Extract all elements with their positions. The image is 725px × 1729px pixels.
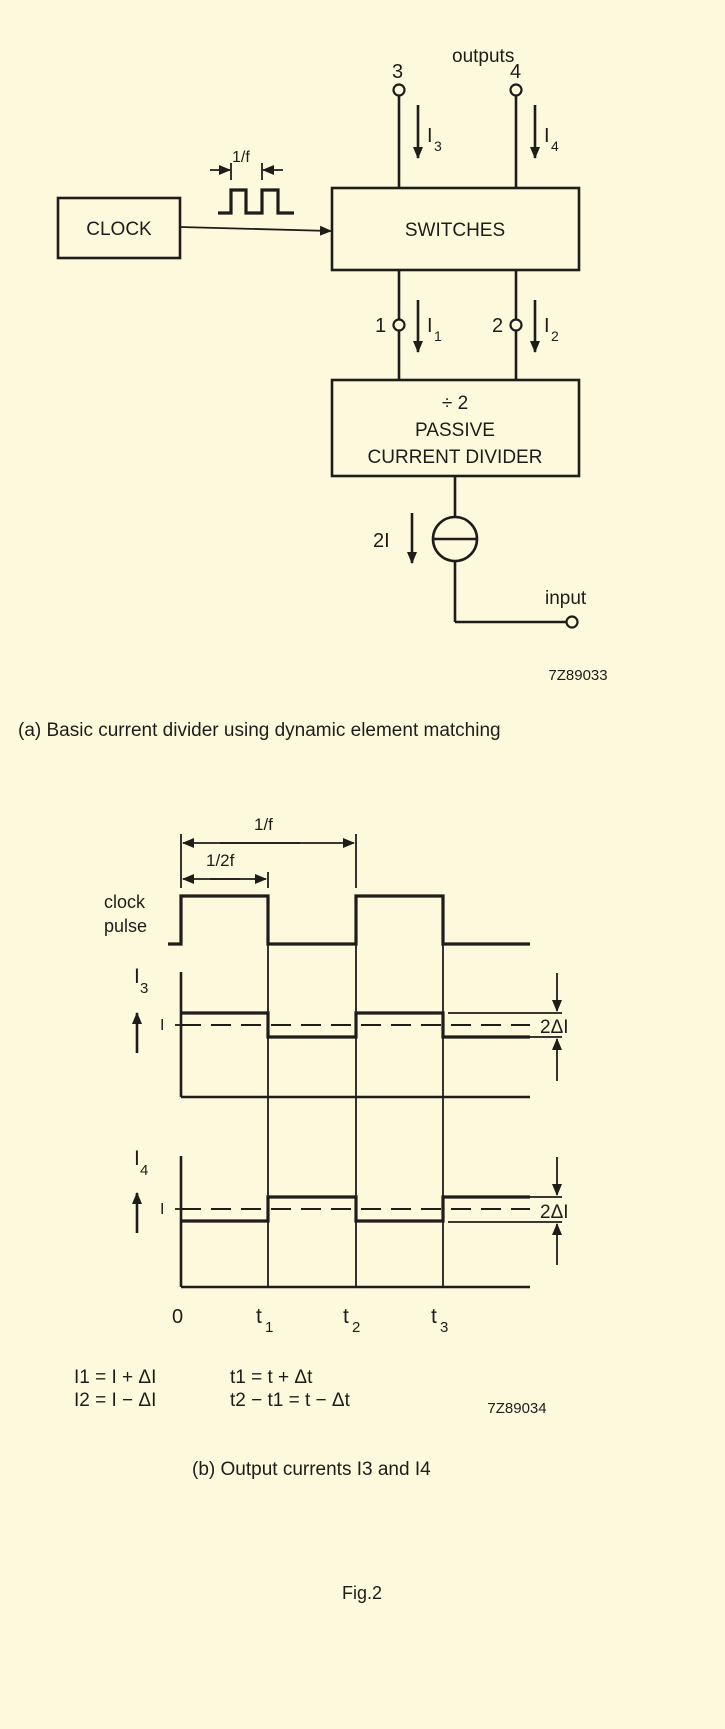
- code-b: 7Z89034: [487, 1400, 546, 1417]
- clock-block-label: CLOCK: [86, 219, 152, 240]
- equation-t1: t1 = t + Δt: [230, 1367, 313, 1388]
- i4-waveform: [181, 1195, 530, 1223]
- terminal-2: [509, 318, 523, 332]
- outputs-label: outputs: [452, 46, 514, 67]
- i4-subscript: 4: [551, 138, 559, 154]
- i3-axis-label: I: [134, 965, 140, 988]
- i3-label: I: [427, 125, 433, 147]
- period-full-label: 1/f: [254, 815, 273, 834]
- i2-subscript: 2: [551, 328, 559, 344]
- switches-block-label: SWITCHES: [405, 220, 505, 241]
- time-label-t2-sub: 2: [352, 1319, 360, 1336]
- clock-signal-line: [179, 225, 332, 236]
- period-half-label: 1/2f: [206, 851, 235, 870]
- terminal-4-label: 4: [510, 61, 521, 83]
- input-terminal: [565, 615, 579, 629]
- i3-subscript: 3: [434, 138, 442, 154]
- terminal-3: [392, 83, 406, 97]
- i4-level-label: I: [160, 1201, 164, 1218]
- terminal-3-label: 3: [392, 61, 403, 83]
- time-label-t3: t: [431, 1305, 437, 1328]
- equation-i2: I2 = I − ΔI: [74, 1390, 156, 1411]
- period-label-a: 1/f: [232, 149, 250, 166]
- equation-t2: t2 − t1 = t − Δt: [230, 1390, 351, 1411]
- clock-pulse-label-line2: pulse: [104, 916, 147, 936]
- timing-diagram: 1/f 1/2f clock pulse I 3 I 2ΔI I 4: [74, 815, 569, 1480]
- terminal-1: [392, 318, 406, 332]
- time-label-t3-sub: 3: [440, 1319, 448, 1336]
- code-a: 7Z89033: [548, 667, 607, 684]
- figure-label: Fig.2: [342, 1583, 382, 1603]
- divider-label-line1: ÷ 2: [442, 393, 468, 414]
- time-label-zero: 0: [172, 1306, 183, 1328]
- block-diagram: outputs 3 4 I 3 I 4 CLOCK 1/f SWITCHES: [18, 46, 608, 741]
- i3-delta-label: 2ΔI: [540, 1017, 569, 1038]
- i4-axis-label: I: [134, 1147, 140, 1170]
- terminal-4: [509, 83, 523, 97]
- clock-pulse-train: [218, 188, 294, 215]
- divider-label-line3: CURRENT DIVIDER: [368, 447, 543, 468]
- i1-subscript: 1: [434, 328, 442, 344]
- i4-axis-subscript: 4: [140, 1162, 148, 1179]
- time-label-t1-sub: 1: [265, 1319, 273, 1336]
- caption-b: (b) Output currents I3 and I4: [192, 1459, 431, 1480]
- i3-axis-subscript: 3: [140, 980, 148, 997]
- terminal-2-label: 2: [492, 315, 503, 337]
- i3-level-label: I: [160, 1017, 164, 1034]
- i4-label: I: [544, 125, 550, 147]
- i4-delta-label: 2ΔI: [540, 1202, 569, 1223]
- time-label-t2: t: [343, 1305, 349, 1328]
- clock-pulse-label-line1: clock: [104, 892, 146, 912]
- i2-label: I: [544, 315, 550, 337]
- clock-pulse-waveform: [168, 894, 530, 946]
- clock-block: [56, 196, 182, 260]
- source-current-label: 2I: [373, 530, 390, 552]
- equation-i1: I1 = I + ΔI: [74, 1367, 156, 1388]
- terminal-1-label: 1: [375, 315, 386, 337]
- switches-block: [330, 186, 581, 272]
- i1-label: I: [427, 315, 433, 337]
- caption-a: (a) Basic current divider using dynamic …: [18, 720, 501, 741]
- time-label-t1: t: [256, 1305, 262, 1328]
- divider-label-line2: PASSIVE: [415, 420, 495, 441]
- i3-waveform: [181, 1011, 530, 1039]
- input-label: input: [545, 588, 587, 609]
